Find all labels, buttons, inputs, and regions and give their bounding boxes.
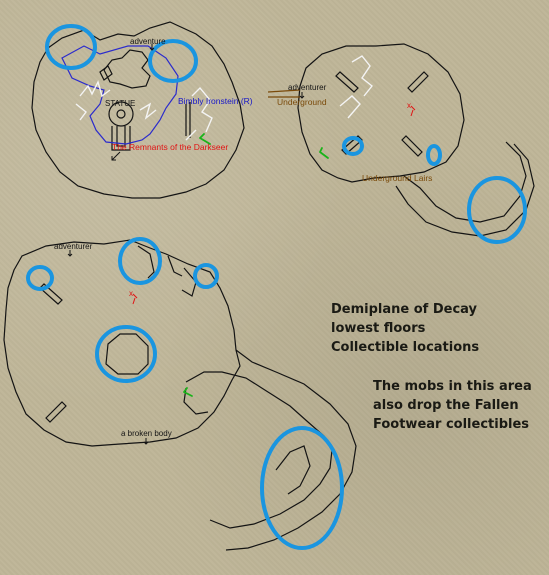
arrows[interactable]: [183, 133, 329, 397]
collectible-highlights[interactable]: [26, 24, 527, 550]
collectible-highlight-1[interactable]: [45, 24, 97, 70]
x-marker-icon: [132, 293, 138, 305]
room-top-right-wall: [297, 43, 465, 183]
zone-line-1: [267, 89, 301, 93]
annotation-line: Collectible locations: [331, 340, 480, 355]
door-marker-icon: [143, 438, 149, 445]
wall-notch-1: [137, 245, 155, 279]
label-adventurer-right: adventurer: [288, 83, 327, 92]
door-marker-4: [401, 135, 423, 157]
collectible-highlight-10[interactable]: [260, 426, 344, 550]
direction-arrow-icon[interactable]: [183, 387, 193, 397]
x-marker-icon: [410, 105, 416, 117]
direction-arrow-icon[interactable]: [199, 133, 211, 145]
room-top-right: [297, 43, 535, 237]
inner-white-scribbles: [75, 80, 213, 141]
door-marker-icon: [149, 44, 155, 51]
annotation-line: Demiplane of Decay: [331, 302, 478, 317]
collectible-highlight-2[interactable]: [148, 39, 198, 83]
x-markers: [132, 105, 416, 305]
collectible-highlight-9[interactable]: [95, 325, 157, 383]
label-bimbly[interactable]: Bimbly Ironstein (R): [178, 96, 253, 106]
label-underground[interactable]: Underground: [277, 97, 327, 107]
annotation-block-1: Demiplane of Decay lowest floors Collect…: [331, 300, 479, 357]
se-passage-b: [183, 387, 209, 415]
label-adventurer-bottom: adventurer: [54, 242, 93, 251]
zone-lines: [267, 89, 301, 98]
annotation-line: also drop the Fallen: [373, 398, 519, 413]
small-markers: [67, 44, 305, 445]
wall-notch-2: [167, 255, 183, 277]
rock-outcrop-2: [99, 65, 113, 81]
room-top-left: [31, 21, 245, 199]
direction-arrow-icon[interactable]: [319, 147, 329, 159]
door-marker-icon: [111, 151, 121, 161]
door-marker-3: [341, 135, 363, 155]
label-statue: STATUE: [105, 99, 135, 108]
inner-blue-outline: [61, 45, 179, 145]
annotation-line: Footwear collectibles: [373, 417, 530, 432]
collectible-highlight-5[interactable]: [467, 176, 527, 244]
collectible-highlight-8[interactable]: [193, 263, 219, 289]
label-adventure-top: adventure: [130, 37, 166, 46]
collectible-highlight-4[interactable]: [426, 144, 442, 166]
wall-notch-3: [181, 267, 197, 297]
collectible-highlight-6[interactable]: [26, 265, 54, 291]
room-top-left-wall: [31, 21, 245, 199]
annotation-line: The mobs in this area: [373, 379, 532, 394]
se-passage-a: [185, 371, 333, 529]
door-marker-icon: [67, 250, 73, 257]
label-remnants[interactable]: The Remnants of the Darkseer: [112, 142, 228, 152]
central-pit: [105, 333, 149, 375]
statue-ring: [108, 101, 134, 127]
statue-base: [111, 126, 131, 151]
door-marker-2: [407, 71, 429, 93]
annotation-block-2: The mobs in this area also drop the Fall…: [373, 377, 532, 434]
annotation-line: lowest floors: [331, 321, 426, 336]
collectible-highlight-3[interactable]: [342, 136, 364, 156]
label-broken-body: a broken body: [121, 429, 172, 438]
statue-shaft: [116, 126, 126, 147]
label-underground-lairs[interactable]: Underground Lairs: [362, 173, 432, 183]
label-x-right: x: [407, 101, 411, 110]
tunnel-inner: [395, 143, 535, 237]
label-x-bottom: x: [129, 289, 133, 298]
top-right-white-scribbles: [339, 55, 373, 119]
bracket: [185, 102, 191, 138]
collectible-highlight-7[interactable]: [118, 237, 162, 285]
door-marker-6: [45, 401, 67, 423]
tunnel-outer: [403, 141, 527, 223]
room-bottom: [3, 239, 357, 551]
se-passage-inner: [275, 445, 311, 495]
door-marker-1: [335, 71, 359, 93]
statue-core: [116, 109, 126, 119]
rock-outcrop: [103, 49, 151, 89]
door-marker-5: [39, 283, 63, 305]
door-marker-icon: [299, 92, 305, 99]
